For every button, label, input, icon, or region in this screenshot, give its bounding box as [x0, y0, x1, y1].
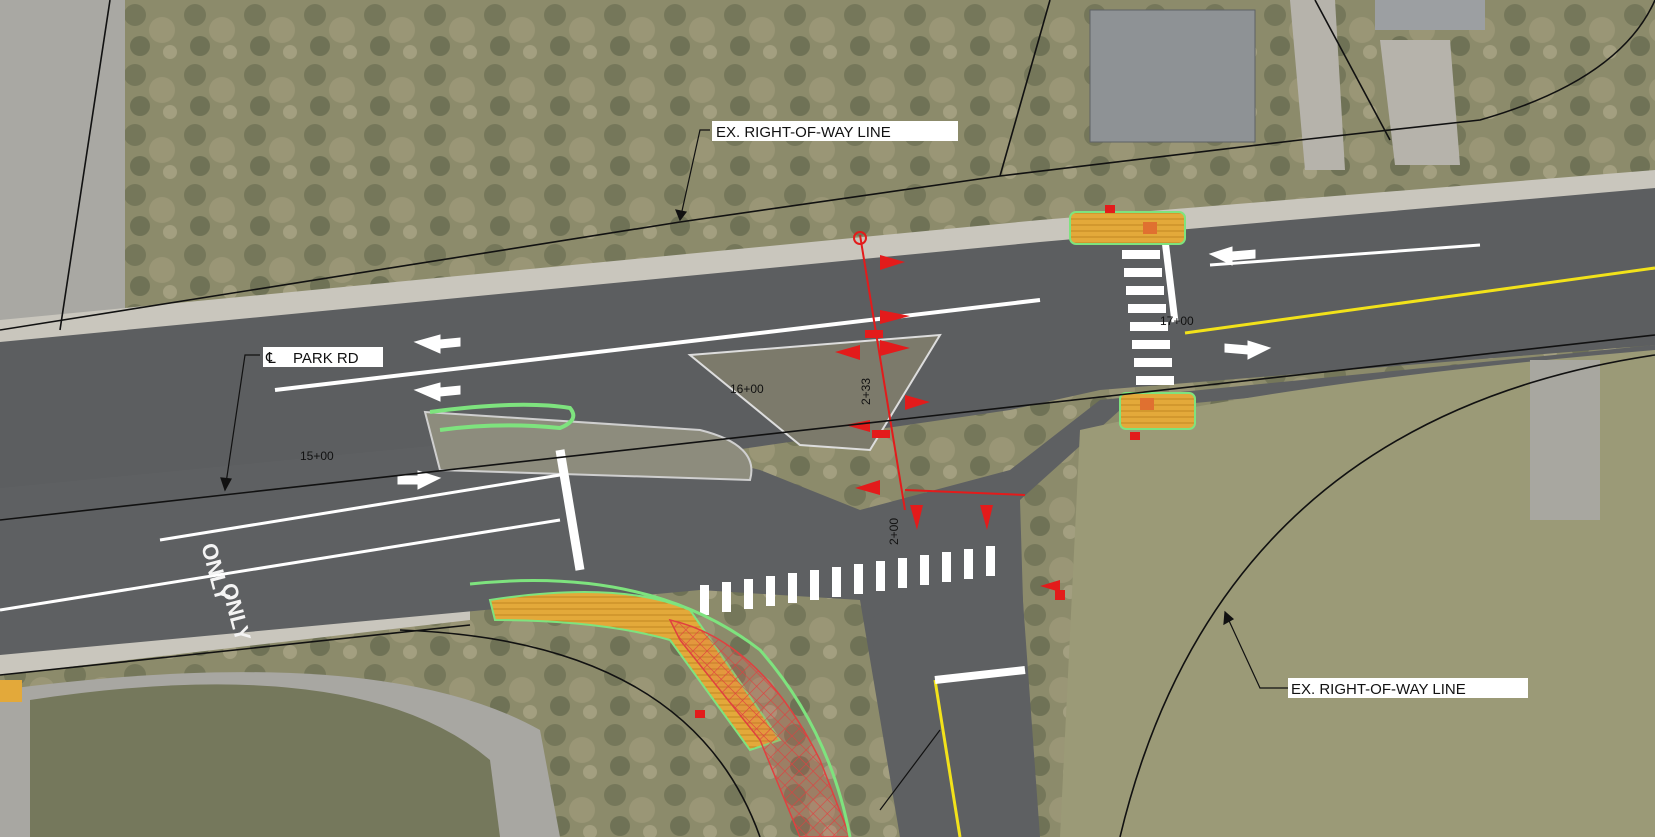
crosswalk-south: [700, 546, 995, 615]
station-2-00: 2+00: [887, 518, 901, 545]
station-15-00: 15+00: [300, 449, 334, 463]
sw-hatched-area: [668, 618, 851, 837]
se-curb-ramp: [1119, 392, 1196, 430]
road-name-label: PARK RD: [293, 350, 359, 367]
stop-bar-south: [934, 666, 1026, 684]
side-road-south: [870, 560, 1040, 837]
se-lawn: [1060, 350, 1655, 837]
driveway-2: [1380, 40, 1460, 165]
lane-line: [274, 298, 1041, 392]
building-roof-2: [1375, 0, 1485, 30]
se-driveway: [1530, 360, 1600, 520]
signal-equipment: [695, 205, 1157, 718]
north-sidewalk: [0, 170, 1655, 345]
lane-arrows: [397, 246, 1272, 490]
building-roof: [1089, 9, 1256, 143]
station-16-00: 16+00: [730, 382, 764, 396]
yellow-centerline: [1184, 266, 1655, 335]
sw-lawn: [30, 684, 500, 837]
lane-line-west-2: [0, 518, 561, 612]
crosswalk-east: [1122, 250, 1174, 385]
row-label-north: EX. RIGHT-OF-WAY LINE: [716, 124, 891, 141]
centerline-symbol: ℄: [265, 350, 276, 367]
parking-lot: [0, 0, 125, 330]
w-curb-ramp: [0, 680, 22, 702]
station-17-00: 17+00: [1160, 314, 1194, 328]
ne-curb-ramp: [1069, 211, 1186, 245]
row-label-bg-south: [1288, 678, 1528, 698]
park-rd-eastbound: [0, 345, 1655, 837]
lane-line-west: [159, 473, 561, 542]
stop-bar: [555, 449, 585, 571]
median-curb: [429, 402, 576, 432]
driveway: [1290, 0, 1345, 170]
yellow-centerline-south: [933, 679, 962, 837]
row-label-south: EX. RIGHT-OF-WAY LINE: [1291, 681, 1466, 698]
lane-line-east: [1209, 243, 1481, 267]
row-label-bg-north: [712, 121, 958, 141]
stop-bar-east: [1161, 239, 1179, 323]
road-label-bg: [263, 347, 383, 367]
callout-leaders: [220, 129, 1290, 811]
proposed-curb-line: [469, 579, 852, 837]
station-2-33: 2+33: [859, 378, 873, 405]
